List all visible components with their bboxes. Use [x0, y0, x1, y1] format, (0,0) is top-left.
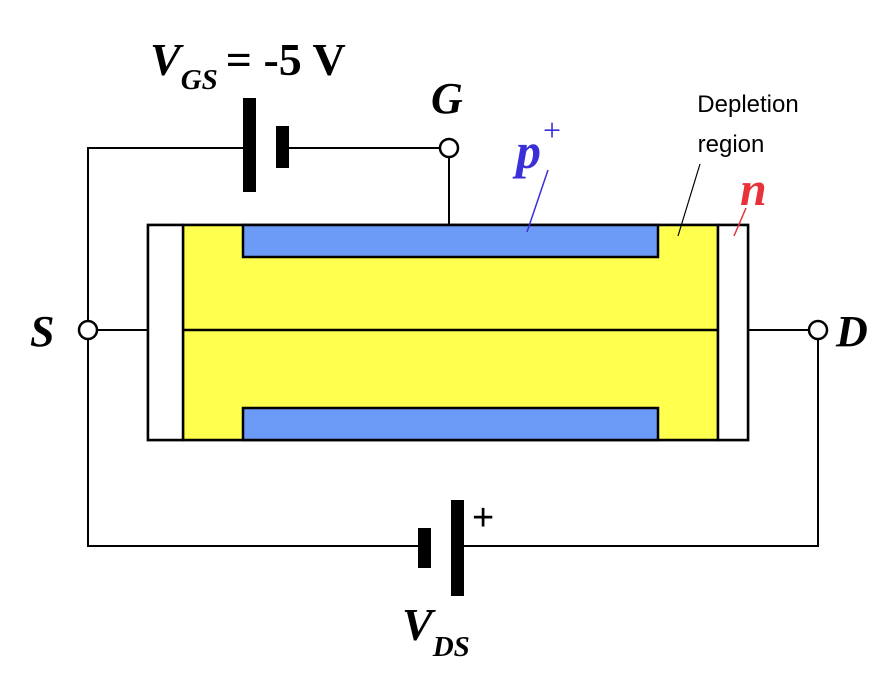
terminals: [77, 137, 829, 341]
depletion-label-line2: region: [698, 131, 765, 158]
wire-source-to-vgs: [87, 147, 243, 320]
vgs-label: VGS= -5 V: [150, 34, 346, 96]
bottom-gate-p-region: [241, 406, 660, 442]
vds-subscript: DS: [432, 631, 470, 663]
p-region-leader: [526, 169, 549, 233]
wire-vds-to-drain: [462, 340, 819, 547]
n-region-leader: [733, 207, 747, 237]
drain-label: D: [835, 307, 868, 356]
wire-source-to-vds: [87, 340, 422, 547]
source-label: S: [30, 307, 54, 356]
p-superscript: +: [543, 112, 561, 148]
drain-contact: [716, 223, 750, 442]
vgs-value: = -5 V: [226, 34, 346, 85]
depletion-label-line1: Depletion: [697, 91, 798, 118]
vgs-battery: [243, 98, 289, 192]
vgs-battery-short-plate: [276, 126, 289, 168]
source-contact: [146, 223, 185, 442]
top-gate-p-region: [241, 223, 660, 259]
drain-terminal: [807, 319, 829, 341]
vds-battery-short-plate: [418, 528, 431, 568]
circuit-wires: [87, 147, 819, 547]
source-terminal: [77, 319, 99, 341]
vds-battery-long-plate: [451, 500, 464, 596]
n-channel-region: [181, 223, 720, 442]
jfet-body: [146, 223, 750, 442]
vds-plus-label: +: [472, 497, 494, 539]
depletion-region-leader: [677, 163, 701, 237]
n-label: n: [740, 163, 767, 216]
vgs-subscript: GS: [181, 64, 218, 96]
gate-terminal: [438, 137, 460, 159]
vgs-battery-long-plate: [243, 98, 256, 192]
p-plus-label: p+: [512, 112, 561, 179]
gate-label: G: [431, 74, 463, 123]
vds-label: VDS: [402, 599, 470, 663]
vds-battery: [418, 500, 464, 596]
